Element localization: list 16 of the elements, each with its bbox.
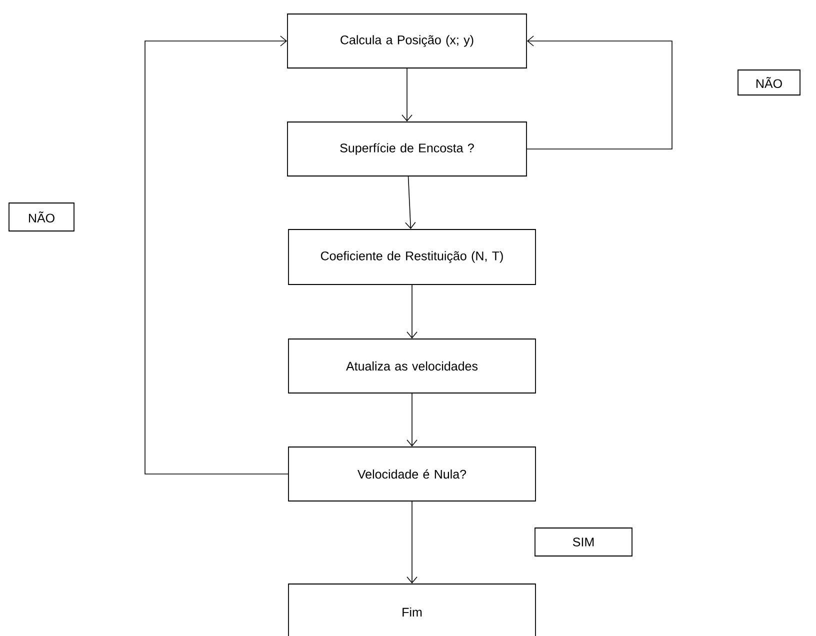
end-box: Fim (288, 584, 536, 636)
arrow (406, 501, 418, 584)
arrow (406, 284, 418, 339)
arrow (526, 36, 672, 150)
process-box: Coeficiente de Restituição (N, T) (288, 229, 536, 285)
process-box: Atualiza as velocidades (288, 338, 536, 394)
answer-label-box: NÃO (8, 202, 74, 232)
decision-box: Superfície de Encosta ? (287, 122, 527, 176)
answer-label-box: NÃO (738, 70, 800, 96)
arrow (406, 393, 418, 447)
decision-box: Velocidade é Nula? (288, 446, 536, 502)
arrow (144, 36, 288, 474)
answer-label-box: SIM (534, 528, 632, 556)
process-box: Calcula a Posição (x; y) (287, 14, 527, 68)
arrow (405, 176, 416, 230)
arrow (402, 68, 412, 122)
